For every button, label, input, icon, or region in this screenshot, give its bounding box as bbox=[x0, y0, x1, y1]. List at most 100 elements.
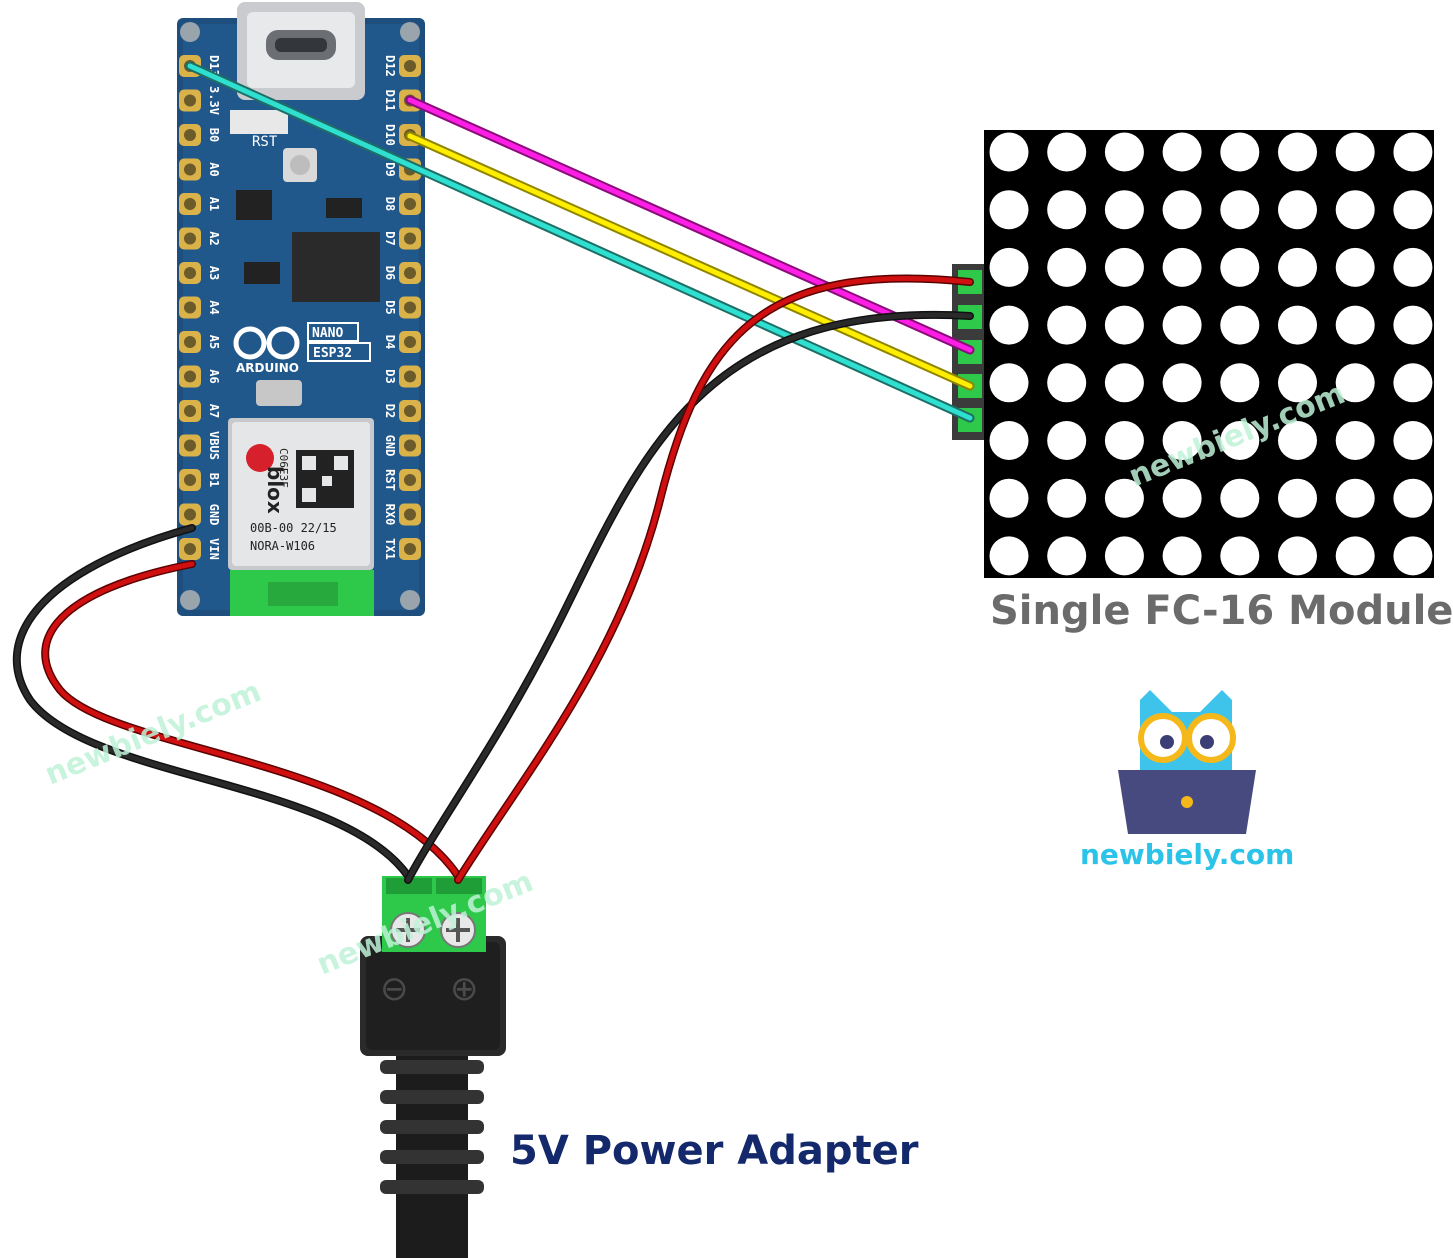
pin-hole bbox=[184, 474, 196, 486]
module-code: C06E3F bbox=[277, 448, 290, 488]
pin-hole bbox=[184, 129, 196, 141]
led-dot bbox=[1393, 190, 1433, 230]
pin-hole bbox=[404, 336, 416, 348]
led-dot bbox=[1162, 536, 1202, 576]
pin-hole bbox=[404, 60, 416, 72]
pin-hole bbox=[404, 508, 416, 521]
led-dot bbox=[1335, 536, 1375, 576]
pin-label: VBUS bbox=[207, 431, 221, 460]
pin-label: A5 bbox=[207, 335, 221, 349]
pin-label: A2 bbox=[207, 231, 221, 245]
led-dot bbox=[1393, 305, 1433, 345]
led-dot bbox=[1335, 247, 1375, 287]
wires bbox=[12, 61, 975, 884]
pin-label: A4 bbox=[207, 300, 221, 314]
led-dot bbox=[989, 247, 1029, 287]
led-dot bbox=[1047, 247, 1087, 287]
led-dot bbox=[1162, 478, 1202, 518]
wire-black-matrix-gnd bbox=[404, 310, 974, 884]
adapter-minus-symbol: ⊖ bbox=[380, 969, 409, 1009]
pin-label: GND bbox=[383, 435, 397, 457]
led-dot bbox=[1047, 478, 1087, 518]
board-rst-label: RST bbox=[252, 134, 278, 150]
pin-label: VIN bbox=[207, 538, 221, 560]
pin-label: A6 bbox=[207, 369, 221, 383]
led-dot bbox=[1162, 247, 1202, 287]
led-dot bbox=[1047, 190, 1087, 230]
led-dot bbox=[1393, 478, 1433, 518]
led-dot bbox=[989, 305, 1029, 345]
usb-c-connector bbox=[237, 2, 365, 100]
led-dot bbox=[1104, 536, 1144, 576]
led-dot bbox=[1393, 132, 1433, 172]
pin-label: RX0 bbox=[383, 504, 397, 526]
adapter-label: 5V Power Adapter bbox=[510, 1128, 919, 1174]
pin-hole bbox=[184, 370, 196, 383]
led-dot bbox=[1104, 132, 1144, 172]
led-dot bbox=[1220, 190, 1260, 230]
wire-red-matrix-vcc bbox=[454, 274, 974, 884]
pin-label: GND bbox=[207, 504, 221, 526]
led-dot bbox=[1047, 305, 1087, 345]
led-dot bbox=[1047, 421, 1087, 460]
module-label: Single FC-16 Module bbox=[990, 588, 1453, 634]
led-dot-grid bbox=[989, 132, 1433, 576]
led-dot bbox=[1278, 190, 1317, 230]
ublox-module: blox C06E3F 00B-00 22/15 NORA-W106 bbox=[228, 418, 374, 616]
model-line1: NANO bbox=[312, 326, 343, 341]
led-dot bbox=[1162, 305, 1202, 345]
module-name: NORA-W106 bbox=[250, 539, 315, 553]
pin-hole bbox=[404, 370, 416, 383]
pin-hole bbox=[404, 474, 416, 486]
pin-hole bbox=[404, 198, 416, 210]
dc-power-adapter: ⊖ ⊕ bbox=[360, 876, 506, 1258]
screw-terminal-block bbox=[382, 876, 486, 952]
led-dot bbox=[989, 132, 1029, 172]
pin-label: A1 bbox=[207, 197, 221, 211]
led-dot bbox=[989, 190, 1029, 230]
pin-label: D2 bbox=[383, 404, 397, 418]
pin-label: D12 bbox=[383, 55, 397, 77]
led-dot bbox=[1335, 363, 1375, 403]
pin-label: A7 bbox=[207, 404, 221, 418]
pin-hole bbox=[404, 232, 416, 245]
pin-label: A3 bbox=[207, 266, 221, 280]
led-dot bbox=[1393, 536, 1433, 576]
led-dot bbox=[1278, 363, 1317, 403]
led-dot bbox=[1162, 421, 1202, 460]
led-dot bbox=[1335, 421, 1375, 460]
pin-label: B1 bbox=[207, 473, 221, 487]
led-dot bbox=[1278, 478, 1317, 518]
led-dot bbox=[989, 536, 1029, 576]
led-dot bbox=[1104, 363, 1144, 403]
led-dot bbox=[1278, 132, 1317, 172]
module-lot: 00B-00 22/15 bbox=[250, 521, 337, 535]
led-dot bbox=[1162, 363, 1202, 403]
arduino-logo: ARDUINO NANO ESP32 bbox=[233, 322, 371, 375]
newbiely-owl-logo bbox=[1118, 690, 1256, 834]
led-dot bbox=[1162, 132, 1202, 172]
led-dot bbox=[1104, 190, 1144, 230]
led-dot bbox=[989, 478, 1029, 518]
led-dot bbox=[1220, 421, 1260, 460]
pin-hole bbox=[404, 405, 416, 417]
pin-hole bbox=[404, 439, 416, 452]
pin-hole bbox=[404, 267, 416, 279]
pin-hole bbox=[184, 336, 196, 348]
led-dot bbox=[1104, 305, 1144, 345]
pin-label: D11 bbox=[383, 90, 397, 112]
pin-hole bbox=[184, 198, 196, 210]
pin-hole bbox=[184, 405, 196, 417]
pin-label: A0 bbox=[207, 162, 221, 176]
led-dot bbox=[1335, 190, 1375, 230]
pin-hole bbox=[404, 543, 416, 555]
led-dot bbox=[1220, 536, 1260, 576]
pin-label: TX1 bbox=[383, 538, 397, 560]
pin-hole bbox=[184, 163, 196, 176]
pin-label: D8 bbox=[383, 197, 397, 211]
pin-label: RST bbox=[383, 469, 397, 491]
pin-hole bbox=[184, 439, 196, 452]
led-dot bbox=[1335, 132, 1375, 172]
